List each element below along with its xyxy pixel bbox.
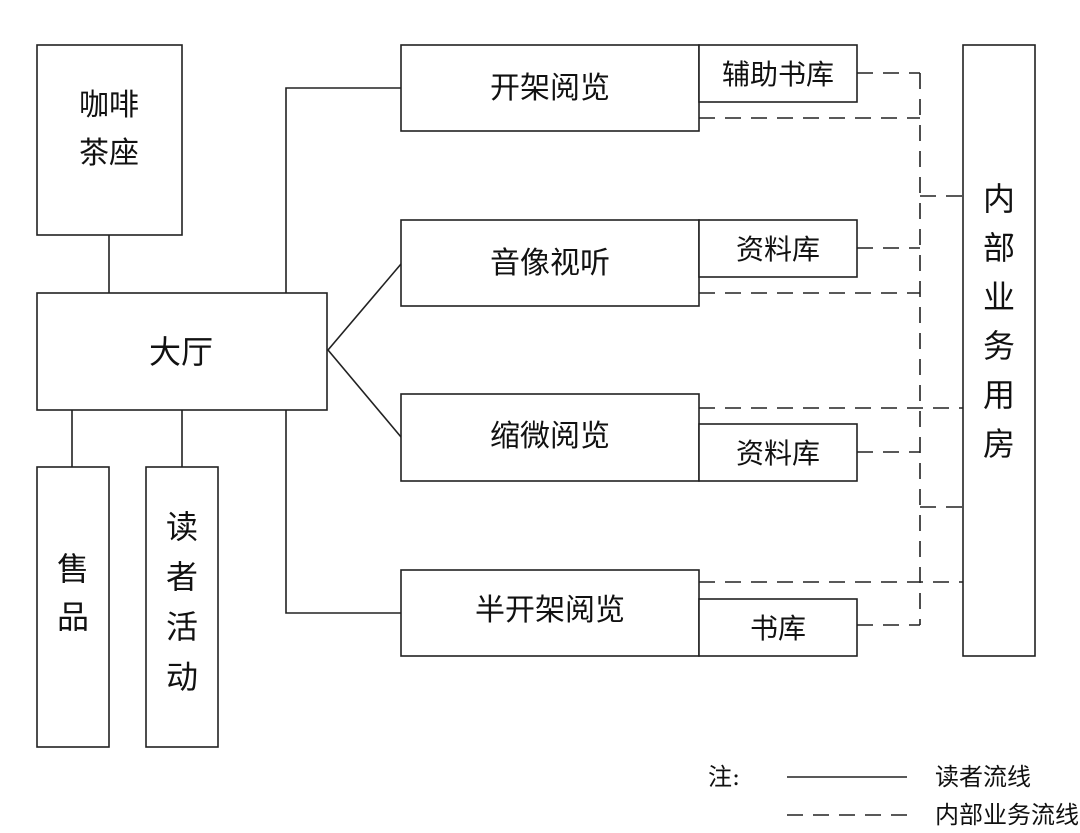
microfilm-box — [400, 393, 700, 482]
activity-label-char1: 读 — [166, 508, 198, 546]
activity-label-char4: 动 — [166, 658, 198, 696]
lobby-semi-open-connector — [285, 410, 401, 614]
lobby-box — [36, 292, 328, 411]
shop-label-char1: 售 — [57, 550, 89, 588]
internal-label-char2: 部 — [983, 229, 1015, 267]
semi-open-label: 半开架阅览 — [475, 593, 625, 628]
lobby-av-micro-connector — [326, 263, 402, 438]
cafe-label-line1: 咖啡 — [79, 88, 139, 123]
open-reading-label: 开架阅览 — [490, 71, 610, 106]
internal-label-char4: 务 — [983, 327, 1015, 365]
lobby-label: 大厅 — [149, 333, 213, 371]
cafe-box — [36, 44, 183, 236]
aux-stack-box — [698, 44, 858, 103]
lobby-open-reading-connector — [285, 87, 401, 293]
legend: 注: 读者流线 内部业务流线 — [708, 763, 1079, 829]
micro-archive-box — [698, 423, 858, 482]
legend-note: 注: — [708, 763, 740, 791]
internal-label-char6: 房 — [983, 425, 1015, 463]
av-archive-label: 资料库 — [736, 233, 820, 266]
activity-box — [145, 466, 219, 748]
activity-label-char2: 者 — [166, 558, 198, 596]
micro-archive-label: 资料库 — [736, 437, 820, 470]
internal-label-char5: 用 — [983, 376, 1015, 414]
activity-label-char3: 活 — [166, 608, 198, 646]
internal-label-char3: 业 — [983, 278, 1015, 316]
av-archive-box — [698, 219, 858, 278]
internal-label-char1: 内 — [983, 180, 1015, 218]
microfilm-label: 缩微阅览 — [490, 419, 610, 454]
internal-box — [962, 44, 1036, 657]
internal-flow-lines — [699, 72, 963, 626]
legend-internal-flow: 内部业务流线 — [935, 801, 1079, 829]
semi-open-box — [400, 569, 700, 657]
open-reading-box — [400, 44, 700, 132]
shop-label-char2: 品 — [57, 598, 89, 636]
reader-flow-lines — [71, 87, 402, 614]
semi-stack-label: 书库 — [750, 612, 806, 645]
semi-stack-box — [698, 598, 858, 657]
shop-box — [36, 466, 110, 748]
legend-reader-flow: 读者流线 — [935, 763, 1031, 791]
cafe-label-line2: 茶座 — [79, 136, 139, 171]
aux-stack-label: 辅助书库 — [722, 58, 834, 91]
audio-visual-label: 音像视听 — [490, 246, 610, 281]
